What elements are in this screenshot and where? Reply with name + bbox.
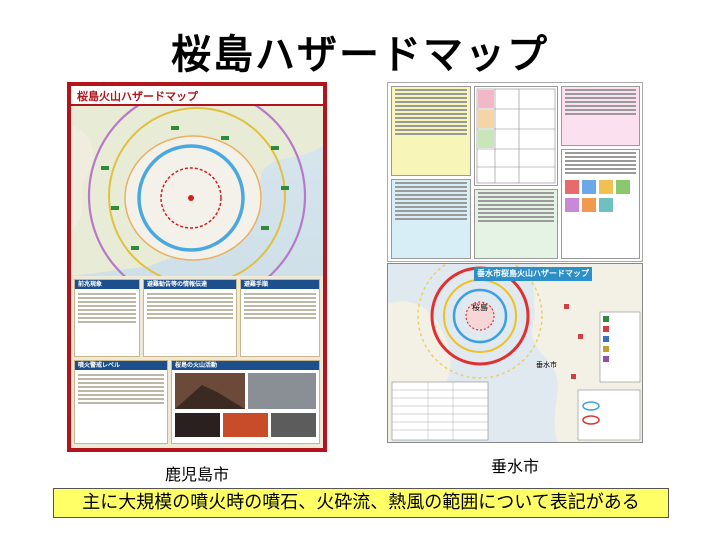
- volcano-range-map: [71, 86, 323, 306]
- panel-title: 避難勧告等の情報伝達: [144, 280, 236, 289]
- tarumizu-hazard-map: 垂水市桜島火山ハザードマップ 桜島 垂水市: [387, 263, 643, 443]
- panel-title: 前兆現象: [75, 280, 139, 289]
- sheet-section: [391, 179, 471, 259]
- panel-evacuation-info: 避難勧告等の情報伝達: [143, 279, 237, 357]
- eruption-photos: [175, 373, 316, 437]
- slide-title: 桜島ハザードマップ: [171, 32, 549, 78]
- sheet-section: [561, 149, 640, 259]
- panel-alert-level: 噴火警戒レベル: [74, 360, 168, 444]
- panel-title: 桜島の火山活動: [172, 361, 319, 370]
- sheet-section: [391, 86, 471, 176]
- map-label-sakurajima: 桜島: [472, 303, 488, 312]
- panel-evacuation-steps: 避難手順: [240, 279, 320, 357]
- tarumizu-range-map: [388, 264, 642, 442]
- caption-kagoshima: 鹿児島市: [164, 465, 229, 484]
- map-banner: 垂水市桜島火山ハザードマップ: [474, 267, 592, 281]
- info-panels: 前兆現象 避難勧告等の情報伝達 避難手順 噴火警戒レベル 桜島の火山活動: [71, 276, 323, 448]
- map-header: 桜島火山ハザードマップ: [71, 86, 323, 106]
- panel-precursor: 前兆現象: [74, 279, 140, 357]
- sheet-table: [474, 86, 558, 186]
- map-label-tarumizu: 垂水市: [536, 361, 557, 369]
- panel-title: 噴火警戒レベル: [75, 361, 167, 370]
- panel-volcano-activity: 桜島の火山活動: [171, 360, 320, 444]
- kagoshima-hazard-map: 桜島火山ハザードマップ 前兆現象: [67, 82, 327, 452]
- map-area: [71, 86, 323, 306]
- map-header-title: 桜島火山ハザードマップ: [77, 90, 198, 103]
- summary-note: 主に大規模の噴火時の噴石、火砕流、熱風の範囲について表記がある: [53, 488, 669, 518]
- illustrations: [565, 180, 630, 212]
- sheet-section: [474, 189, 558, 259]
- sheet-section: [561, 86, 640, 146]
- tarumizu-info-sheet: [387, 82, 643, 262]
- caption-tarumizu: 垂水市: [490, 457, 539, 476]
- panel-title: 避難手順: [241, 280, 319, 289]
